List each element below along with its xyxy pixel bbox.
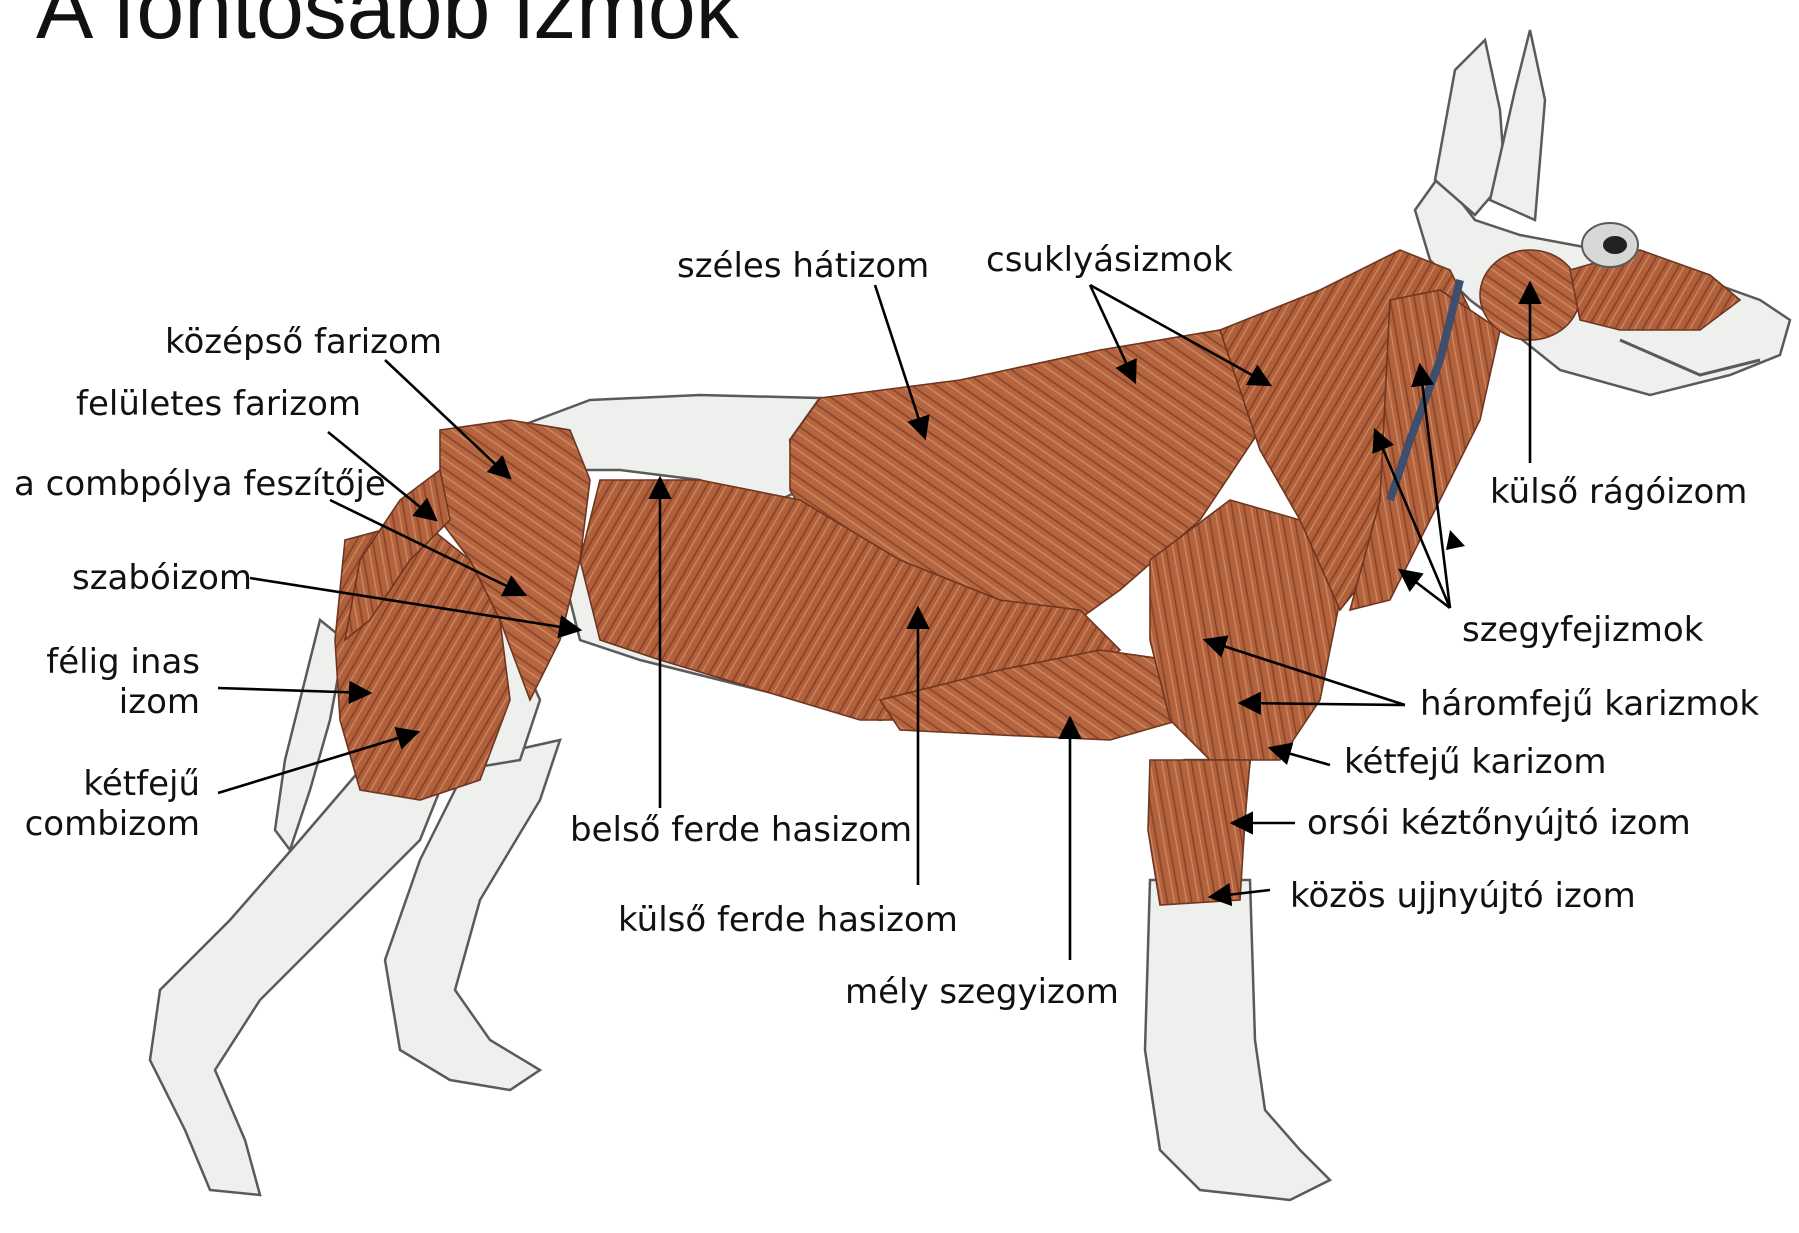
- label-combpolya: a combpólya feszítője: [14, 464, 386, 504]
- label-ketfeju-combizom: kétfejű combizom: [20, 764, 200, 844]
- label-szegyfejizmok: szegyfejizmok: [1462, 610, 1703, 650]
- label-orsoi-keztonyujto: orsói kéztőnyújtó izom: [1307, 803, 1691, 843]
- label-kozos-ujjnyujto: közös ujjnyújtó izom: [1290, 876, 1636, 916]
- label-szeles-hatizom: széles hátizom: [677, 246, 929, 286]
- label-csuklyasizmok: csuklyásizmok: [986, 240, 1233, 280]
- label-felig-inas-line2: izom: [20, 682, 200, 722]
- label-kulso-ferde-hasizom: külső ferde hasizom: [618, 900, 958, 940]
- label-felig-inas-line1: félig inas: [20, 642, 200, 682]
- label-felig-inas: félig inas izom: [20, 642, 200, 722]
- label-feluletes-farizom: felületes farizom: [76, 384, 361, 424]
- stray-arrowhead: [1446, 530, 1465, 550]
- label-szaboizom: szabóizom: [72, 558, 252, 598]
- label-haromfeju-karizmok: háromfejű karizmok: [1420, 684, 1759, 724]
- label-mely-szegyizom: mély szegyizom: [845, 972, 1119, 1012]
- label-kozepso-farizom: középső farizom: [165, 322, 442, 362]
- label-ketfeju-comb-line2: combizom: [20, 804, 200, 844]
- label-belso-ferde-hasizom: belső ferde hasizom: [570, 810, 912, 850]
- label-ketfeju-comb-line1: kétfejű: [20, 764, 200, 804]
- label-ketfeju-karizom: kétfejű karizom: [1344, 742, 1607, 782]
- dog-eye: [1582, 223, 1638, 267]
- label-kulso-ragoizom: külső rágóizom: [1490, 472, 1747, 512]
